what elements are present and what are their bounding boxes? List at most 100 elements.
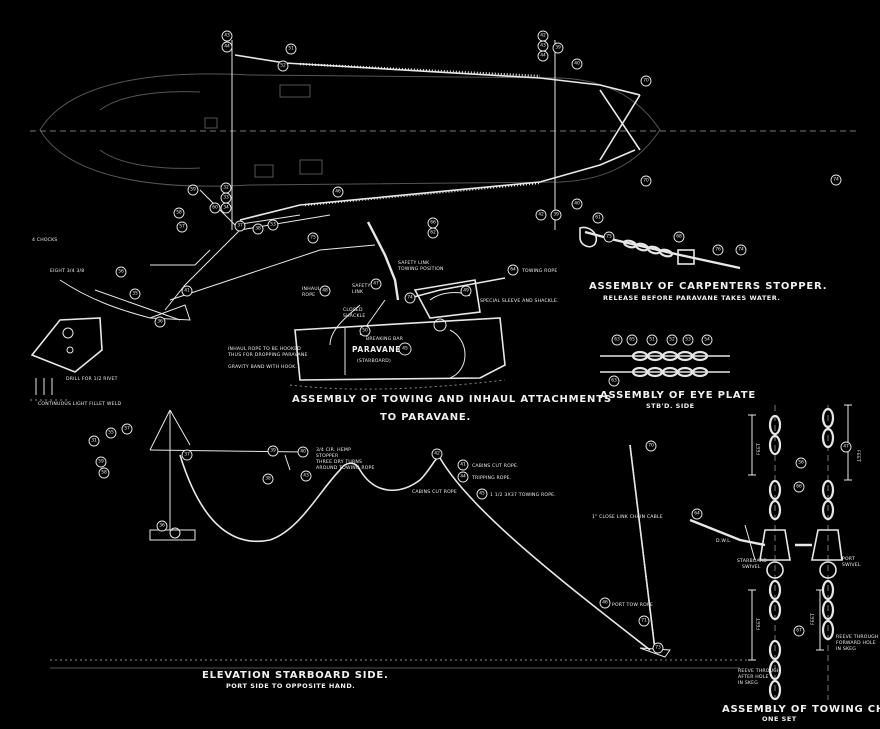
svg-text:37: 37 (184, 452, 190, 458)
callout-bubble: 31 (88, 435, 100, 447)
hull-plan-outline (30, 73, 860, 187)
note-safety-link-position: SAFETY LINK (398, 260, 430, 266)
svg-text:40: 40 (574, 201, 580, 207)
svg-text:45: 45 (479, 491, 485, 497)
callout-bubble: 66 (793, 481, 805, 493)
callout-bubble: 43 (221, 30, 233, 42)
note-reeve-after-3: IN SKEG (738, 680, 758, 686)
svg-text:35: 35 (132, 291, 138, 297)
callout-bubble: 46 (599, 597, 611, 609)
svg-text:60: 60 (212, 205, 218, 211)
svg-text:39: 39 (553, 212, 559, 218)
note-tripping: TRIPPING ROPE. (471, 475, 511, 481)
bracket-detail (30, 317, 103, 401)
callout-bubble: 42 (431, 448, 443, 460)
callout-bubble: 66 (427, 217, 439, 229)
carpenters-stopper-subtitle: RELEASE BEFORE PARAVANE TAKES WATER. (603, 294, 780, 302)
callout-bubble: 64 (691, 508, 703, 520)
svg-text:48: 48 (322, 288, 328, 294)
svg-text:37: 37 (237, 223, 243, 229)
svg-text:38: 38 (265, 476, 271, 482)
callout-bubble: 55 (105, 427, 117, 439)
svg-text:43: 43 (540, 43, 546, 49)
svg-text:42: 42 (434, 451, 440, 457)
callout-bubble: 47 (370, 278, 382, 290)
callout-bubble: 68 (673, 231, 685, 243)
paravane-number: 45 (398, 342, 412, 356)
svg-text:61: 61 (595, 215, 601, 221)
callout-bubble: 57 (121, 423, 133, 435)
note-towing-position: TOWING POSITION (397, 266, 444, 272)
note-gravity-band: GRAVITY BAND WITH HOOK. (228, 364, 297, 370)
svg-text:64: 64 (694, 511, 700, 517)
note-drill: DRILL FOR 1/2 RIVET (66, 376, 118, 382)
paravane-label-group: PARAVANE (STARBOARD) 45 (352, 342, 412, 364)
callout-bubble: 59 (187, 184, 199, 196)
svg-text:43: 43 (224, 33, 230, 39)
svg-text:63: 63 (611, 378, 617, 384)
callout-bubble: 38 (252, 223, 264, 235)
towing-chains-drawing (689, 404, 852, 701)
callout-bubble: 51 (646, 334, 658, 346)
callout-bubble: 75 (307, 232, 319, 244)
callout-bubble: 40 (571, 58, 583, 70)
note-inhaul-hooked: INHAUL ROPE TO BE HOOKED (228, 346, 301, 352)
callout-bubble: 63 (608, 375, 620, 387)
note-reeve-fwd: REEVE THROUGH (836, 634, 879, 640)
callout-bubble: 41 (181, 285, 193, 297)
svg-text:34: 34 (223, 205, 229, 211)
note-inhaul: INHAUL (302, 286, 321, 292)
svg-text:31: 31 (91, 438, 97, 444)
svg-text:43: 43 (303, 473, 309, 479)
towing-chains-title: ASSEMBLY OF TOWING CHAINS (722, 704, 880, 715)
callout-bubble: 70 (645, 440, 657, 452)
note-stopper: 3/4 CIR. HEMP (316, 447, 351, 453)
annotation-notes: TOWING ROPE SAFETY LINK TOWING POSITION … (32, 237, 879, 686)
callout-bubble: 53 (682, 334, 694, 346)
callout-bubble: 74 (735, 244, 747, 256)
svg-text:63: 63 (614, 337, 620, 343)
note-fillet-weld: CONTINUOUS LIGHT FILLET WELD (38, 401, 121, 407)
svg-text:62: 62 (430, 230, 436, 236)
note-port-tow: PORT TOW ROPE (612, 602, 653, 608)
svg-text:39: 39 (270, 448, 276, 454)
svg-text:59: 59 (98, 459, 104, 465)
svg-text:70: 70 (643, 178, 649, 184)
note-safety: SAFETY (352, 283, 371, 289)
callout-bubble: 33 (220, 192, 232, 204)
note-reeve-fwd-2: FORWARD HOLE (836, 640, 876, 646)
callout-bubble: 40 (571, 198, 583, 210)
callout-bubble: 39 (552, 42, 564, 54)
note-cabins-cut: CABINS CUT ROPE. (472, 463, 519, 469)
svg-text:32: 32 (223, 185, 229, 191)
callout-bubble: 42 (535, 209, 547, 221)
svg-text:42: 42 (540, 33, 546, 39)
carpenters-stopper-title: ASSEMBLY OF CARPENTERS STOPPER. (589, 281, 827, 292)
callout-bubble: 64 (507, 264, 519, 276)
note-closed: CLOSED (343, 307, 363, 313)
callout-bubble: 43 (300, 470, 312, 482)
callout-bubble: 32 (220, 182, 232, 194)
svg-text:44: 44 (224, 44, 230, 50)
callout-bubble: 39 (267, 445, 279, 457)
callout-bubble: 63 (611, 334, 623, 346)
svg-text:33: 33 (223, 195, 229, 201)
callout-bubble: 58 (173, 207, 185, 219)
callout-bubble: 52 (666, 334, 678, 346)
callout-bubble: 74 (404, 292, 416, 304)
callout-bubble: 52 (277, 60, 289, 72)
svg-text:44: 44 (460, 474, 466, 480)
top-towing-ropes (59, 40, 641, 321)
callout-bubble: 39 (550, 209, 562, 221)
svg-text:41: 41 (184, 288, 190, 294)
callout-bubble: 44 (537, 50, 549, 62)
svg-text:36: 36 (159, 523, 165, 529)
callout-bubble: 50 (359, 325, 371, 337)
callout-bubble: 56 (795, 457, 807, 469)
callout-bubble: 60 (209, 202, 221, 214)
svg-text:42: 42 (538, 212, 544, 218)
paravane-side: (STARBOARD) (357, 358, 391, 364)
callout-bubble: 34 (220, 202, 232, 214)
carpenters-stopper-drawing (579, 226, 741, 270)
